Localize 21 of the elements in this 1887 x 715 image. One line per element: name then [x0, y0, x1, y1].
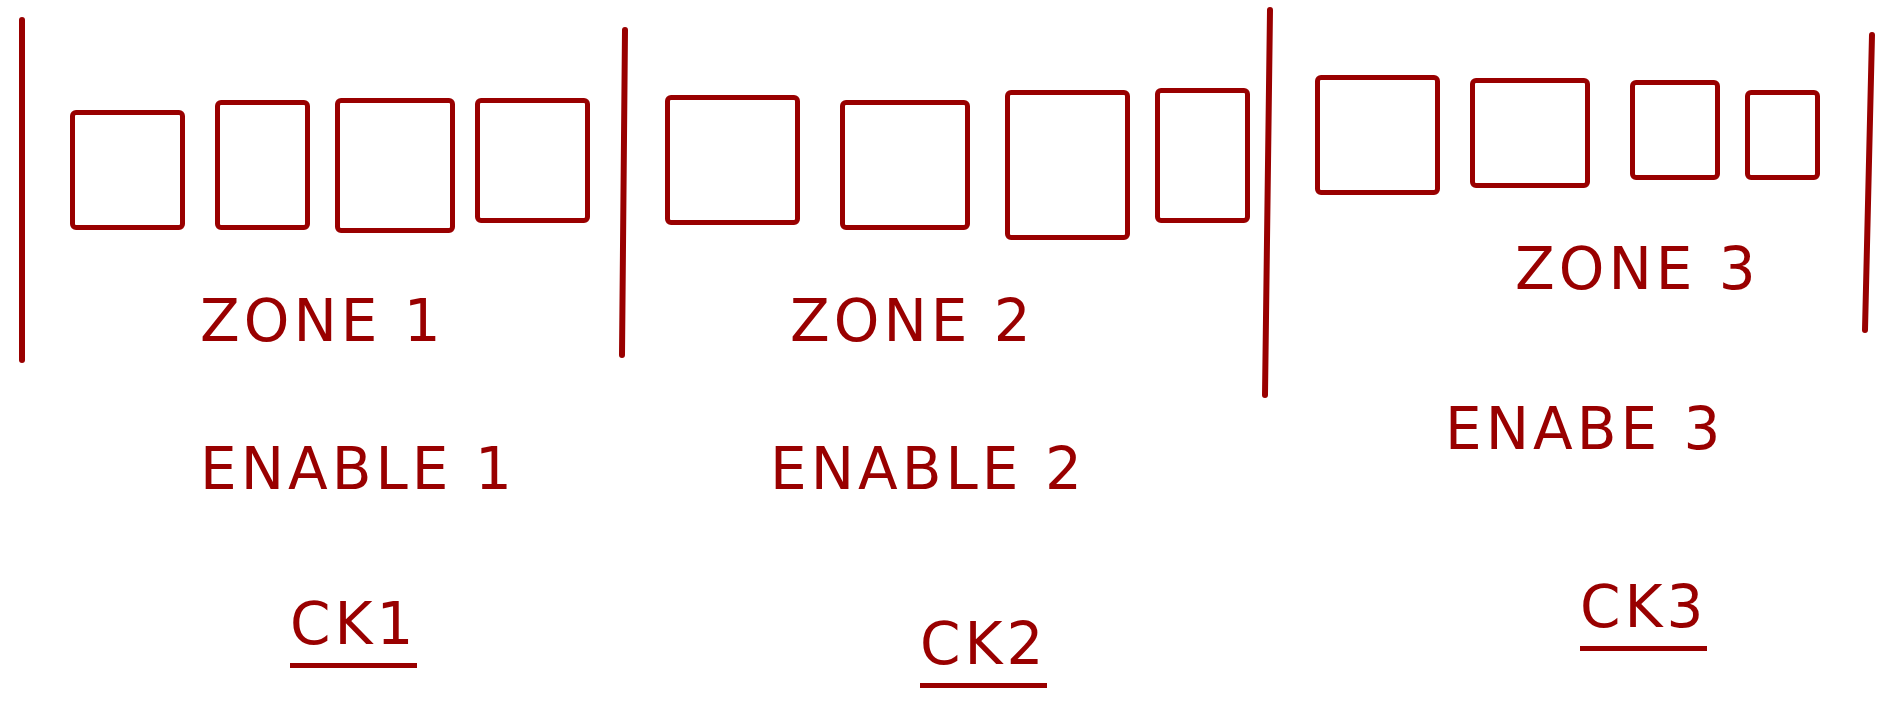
empty-box	[1630, 80, 1720, 180]
empty-box	[70, 110, 185, 230]
zone-label: ZONE 2	[790, 292, 1035, 350]
signal-label: ENABE 3	[1445, 400, 1725, 458]
empty-box	[1005, 90, 1130, 240]
empty-box	[475, 98, 590, 223]
empty-box	[215, 100, 310, 230]
signal-label: ENABLE 2	[770, 440, 1086, 498]
empty-box	[665, 95, 800, 225]
empty-box	[335, 98, 455, 233]
empty-box	[1745, 90, 1820, 180]
clock-label: CK2	[920, 615, 1048, 688]
zone-label: ZONE 3	[1515, 240, 1760, 298]
empty-box	[840, 100, 970, 230]
clock-label: CK3	[1580, 578, 1708, 651]
empty-box	[1155, 88, 1250, 223]
clock-label: CK1	[290, 595, 418, 668]
empty-box	[1315, 75, 1440, 195]
zone-label: ZONE 1	[200, 292, 445, 350]
signal-label: ENABLE 1	[200, 440, 516, 498]
empty-box	[1470, 78, 1590, 188]
